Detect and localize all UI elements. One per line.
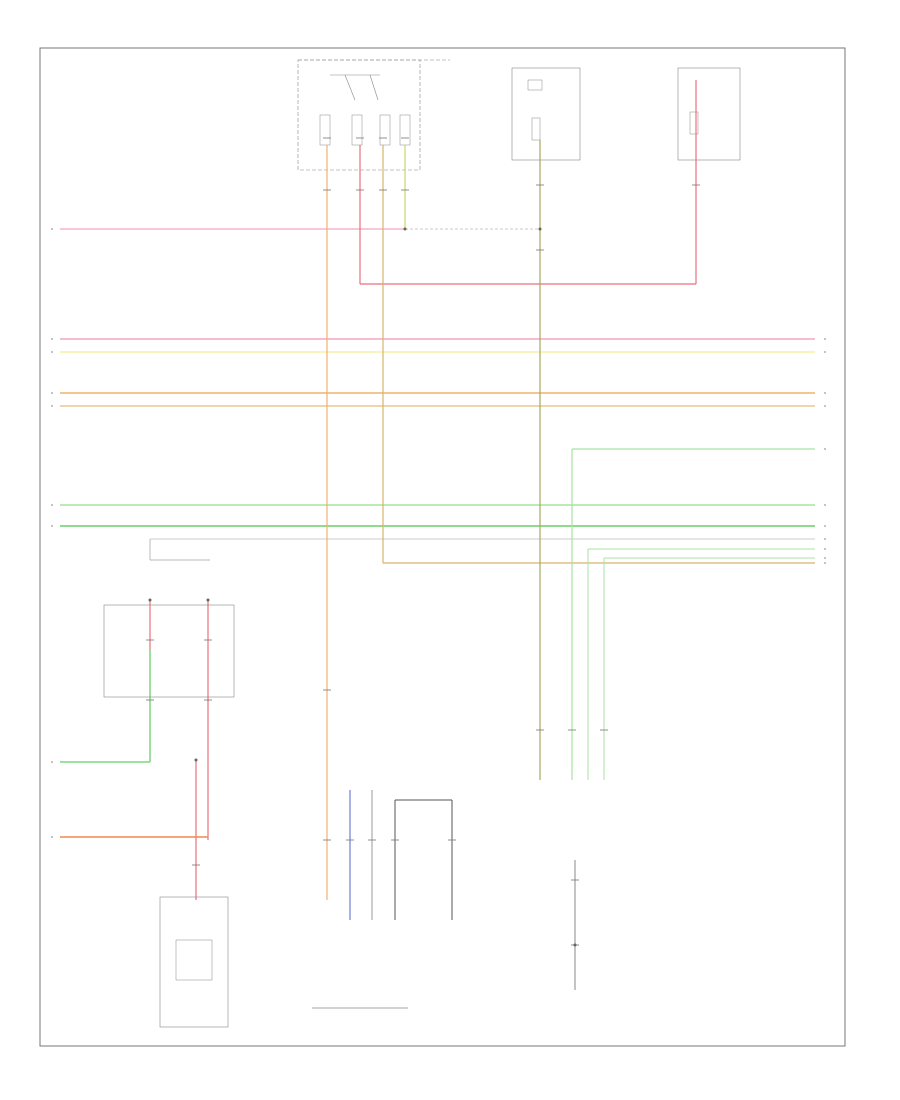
fuse-block-right <box>677 67 741 161</box>
left-edge-marks <box>51 228 53 838</box>
diagram-border <box>39 47 846 1047</box>
connector-inner-left <box>175 939 213 981</box>
fuse-block-left <box>297 59 450 171</box>
fuse-block-center <box>511 67 581 161</box>
splice-points <box>148 227 577 947</box>
right-edge-marks <box>824 338 826 564</box>
connector-box-left <box>159 896 229 1028</box>
connector-ticks <box>146 137 700 946</box>
relay-box <box>103 604 235 698</box>
